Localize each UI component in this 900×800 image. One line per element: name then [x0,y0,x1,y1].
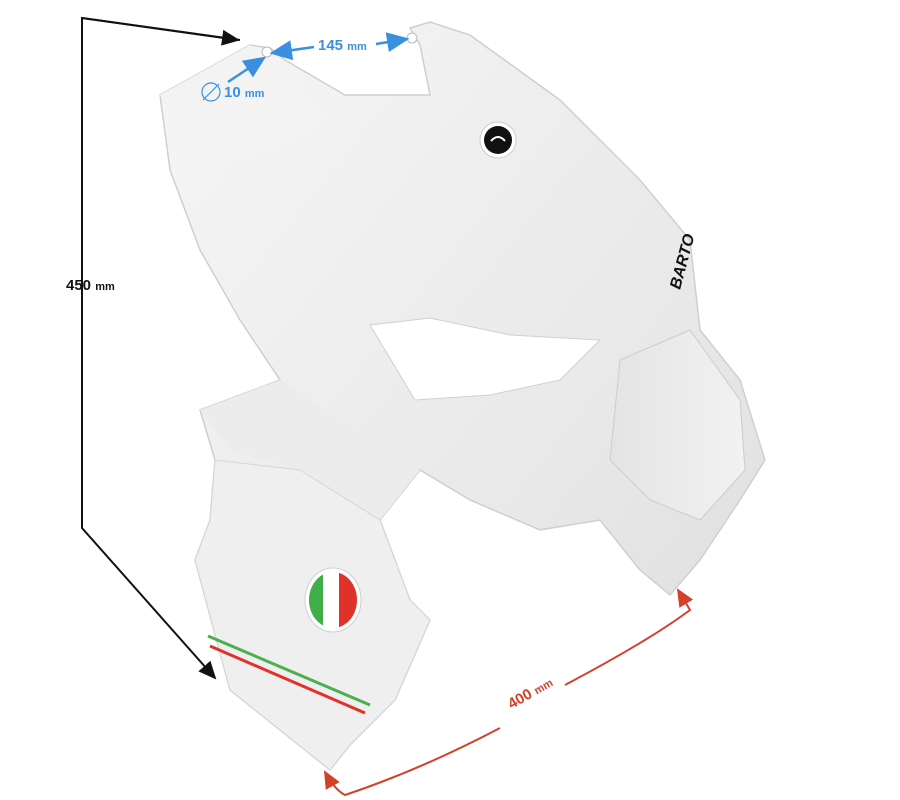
height-label: 450 mm [66,277,115,294]
width-dimension-lines [324,588,694,797]
hole-spacing-unit: mm [347,41,367,53]
height-value: 450 [66,277,92,294]
hole-spacing-label: 145 mm [318,37,367,54]
brand-emblem [479,121,517,159]
hole-diameter-unit: mm [244,88,265,100]
height-dimension-lines [81,16,241,680]
height-unit: mm [95,281,115,293]
hole-spacing-value: 145 [318,37,344,54]
diameter-icon [201,82,221,102]
hole-diameter-label: 10 mm [224,84,264,101]
fairing: BARTO [159,21,766,772]
hole-dimension-lines [201,32,410,102]
hole-diameter-value: 10 [224,84,241,101]
italian-flag-badge [304,567,362,633]
